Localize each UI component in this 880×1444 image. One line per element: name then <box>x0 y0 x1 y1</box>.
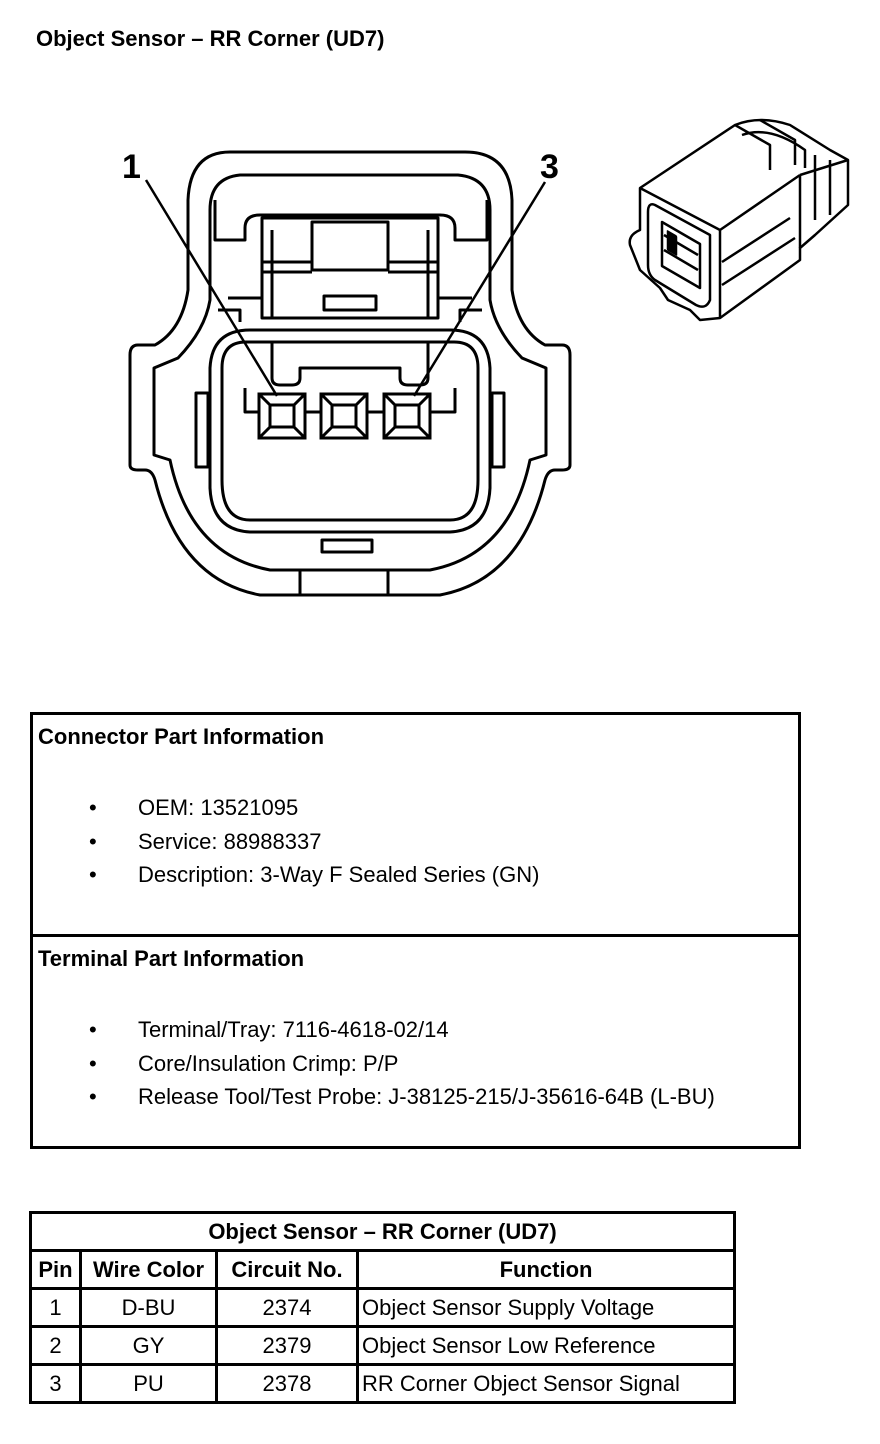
terminal-info-item: Terminal/Tray: 7116-4618-02/14 <box>138 1017 449 1042</box>
bullet: • <box>89 1017 97 1042</box>
part-info-box: Connector Part Information • OEM: 1352109… <box>30 712 801 1149</box>
pin-3-label: 3 <box>540 148 559 186</box>
column-header-function: Function <box>355 1249 737 1290</box>
connector-info-item: Description: 3-Way F Sealed Series (GN) <box>138 862 540 887</box>
connector-info-item: Service: 88988337 <box>138 828 322 854</box>
terminal-2 <box>319 392 369 440</box>
housing-outline <box>128 150 572 597</box>
terminal-part-info: Terminal Part Information • Terminal/Tray… <box>33 934 798 1146</box>
circuit-cell: 2379 <box>215 1325 359 1366</box>
table-row: 3 PU 2378 RR Corner Object Sensor Signal <box>29 1363 737 1404</box>
connector-diagram: 1 3 <box>122 118 850 597</box>
function-cell: Object Sensor Low Reference <box>355 1325 737 1366</box>
function-cell: Object Sensor Supply Voltage <box>355 1287 737 1328</box>
circuit-cell: 2374 <box>215 1287 359 1328</box>
wire-color-cell: GY <box>79 1325 218 1366</box>
terminal-info-item: Release Tool/Test Probe: J-38125-215/J-3… <box>138 1084 715 1109</box>
table-caption: Object Sensor – RR Corner (UD7) <box>28 1211 737 1252</box>
connector-part-info: Connector Part Information • OEM: 1352109… <box>33 715 798 934</box>
page-title: Object Sensor – RR Corner (UD7) <box>36 26 385 51</box>
column-header-circuit-no: Circuit No. <box>215 1249 359 1290</box>
bullet: • <box>89 795 97 820</box>
column-header-wire-color: Wire Color <box>79 1249 218 1290</box>
mating-face <box>208 328 492 534</box>
bullet: • <box>89 828 97 854</box>
terminal-info-item: Core/Insulation Crimp: P/P <box>138 1050 399 1076</box>
connector-info-heading: Connector Part Information <box>38 724 325 749</box>
table-row: 1 D-BU 2374 Object Sensor Supply Voltage <box>29 1287 737 1328</box>
latch-frame <box>213 200 489 242</box>
pin-3-leader <box>412 181 547 397</box>
function-cell: RR Corner Object Sensor Signal <box>355 1363 737 1404</box>
pin-1-label: 1 <box>122 148 141 186</box>
terminal-3 <box>382 392 432 440</box>
pin-cell: 1 <box>29 1287 82 1328</box>
connector-info-item: OEM: 13521095 <box>138 795 299 820</box>
terminal-1 <box>257 392 307 440</box>
pinout-table: Object Sensor – RR Corner (UD7) Pin Wire… <box>28 1211 737 1404</box>
pin-1-leader <box>144 179 279 397</box>
bullet: • <box>89 1084 97 1109</box>
table-header-row: Pin Wire Color Circuit No. Function <box>29 1249 737 1290</box>
connector-3d-view <box>628 118 850 322</box>
pin-cell: 2 <box>29 1325 82 1366</box>
terminal-info-heading: Terminal Part Information <box>38 946 305 971</box>
column-header-pin: Pin <box>29 1249 82 1290</box>
terminal-cavities <box>257 392 432 440</box>
table-row: 2 GY 2379 Object Sensor Low Reference <box>29 1325 737 1366</box>
bullet: • <box>89 862 97 887</box>
pin-cell: 3 <box>29 1363 82 1404</box>
bullet: • <box>89 1050 97 1076</box>
circuit-cell: 2378 <box>215 1363 359 1404</box>
wire-color-cell: PU <box>79 1363 218 1404</box>
wire-color-cell: D-BU <box>79 1287 218 1328</box>
